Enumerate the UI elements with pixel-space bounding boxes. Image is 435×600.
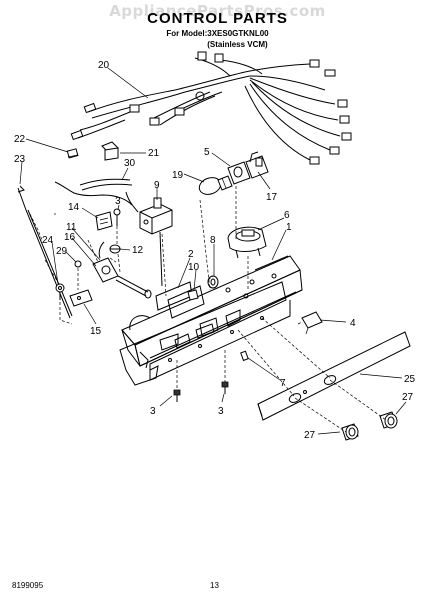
wire-harness — [70, 51, 352, 165]
callout-14: 14 — [68, 202, 80, 213]
callout-7: 7 — [280, 378, 286, 389]
callout-11: 11 — [66, 222, 77, 233]
callout-20: 20 — [98, 60, 110, 71]
model-subtitle: For Model:3XES0GTKNL00 — [166, 29, 269, 38]
light-bulb — [198, 175, 233, 195]
footer-code: 8199095 — [12, 581, 44, 590]
callout-8: 8 — [210, 235, 216, 246]
callout-3-right: 3 — [218, 406, 224, 417]
main-control-housing — [121, 255, 303, 367]
watermark: AppliancePartsPros.com — [109, 2, 326, 20]
callout-21: 21 — [148, 148, 160, 159]
callout-9: 9 — [154, 180, 160, 191]
control-rod — [17, 185, 73, 319]
light-socket — [227, 161, 251, 185]
callout-23: 23 — [14, 154, 26, 165]
callout-5: 5 — [204, 147, 210, 158]
callout-29: 29 — [56, 246, 68, 257]
control-housing — [227, 226, 267, 259]
callout-24: 24 — [42, 235, 54, 246]
callout-12: 12 — [132, 245, 144, 256]
callout-16: 16 — [64, 232, 76, 243]
door-switch — [245, 151, 269, 179]
front-panel — [257, 331, 411, 421]
wire-clip — [66, 148, 79, 159]
control-knob — [379, 411, 398, 429]
callout-25: 25 — [404, 374, 416, 385]
control-shaft-assembly — [92, 241, 152, 299]
callout-labels: 20 22 21 23 30 5 19 17 9 14 3 6 1 11 8 1… — [14, 60, 416, 441]
lower-chassis — [119, 281, 291, 386]
callout-2: 2 — [188, 249, 194, 260]
callout-19: 19 — [172, 170, 184, 181]
tube — [54, 178, 133, 206]
thermostat — [125, 191, 173, 287]
callout-15: 15 — [90, 326, 102, 337]
assembly-guide-lines — [29, 186, 387, 433]
side-bracket — [301, 311, 323, 335]
callout-27-left: 27 — [304, 430, 316, 441]
callout-1: 1 — [286, 222, 292, 233]
callout-27-right: 27 — [402, 392, 414, 403]
callout-3-top: 3 — [115, 196, 121, 207]
finish-subtitle: (Stainless VCM) — [207, 40, 268, 49]
callout-17: 17 — [266, 192, 278, 203]
clip — [187, 289, 199, 301]
mounting-bracket — [95, 211, 113, 231]
leader-lines — [19, 67, 407, 435]
callout-3-left: 3 — [150, 406, 156, 417]
callout-6: 6 — [284, 210, 290, 221]
screw — [113, 208, 121, 226]
connector-block — [101, 141, 119, 161]
callout-10: 10 — [188, 262, 200, 273]
fasteners — [55, 260, 82, 300]
callout-22: 22 — [14, 134, 26, 145]
callout-4: 4 — [350, 318, 356, 329]
retainer-clip — [109, 244, 121, 254]
page-number: 13 — [210, 581, 219, 590]
small-part — [240, 350, 249, 362]
lower-bracket — [69, 289, 93, 307]
control-bracket — [155, 281, 193, 311]
control-knob — [341, 423, 359, 441]
page-title: CONTROL PARTS — [147, 10, 288, 27]
callout-30: 30 — [124, 158, 136, 169]
bottom-screws — [173, 381, 229, 402]
